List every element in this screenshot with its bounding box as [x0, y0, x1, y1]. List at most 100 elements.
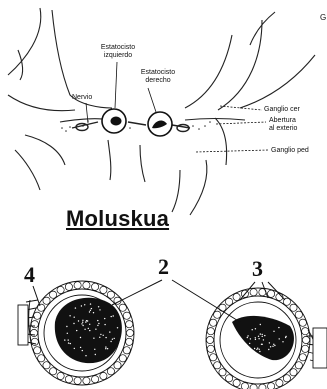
statolith-speckle — [68, 342, 69, 343]
statolith-speckle — [260, 333, 261, 334]
statolith-speckle — [89, 324, 90, 325]
statolith-speckle — [110, 341, 111, 342]
left-statocyst-label: Estatocisto izquierdo — [97, 44, 139, 60]
statolith-speckle — [90, 303, 91, 304]
cell — [83, 377, 90, 384]
cell — [83, 282, 90, 289]
cell — [119, 304, 126, 311]
cell — [34, 312, 41, 319]
statolith-speckle — [98, 306, 99, 307]
statolith-speckle — [264, 335, 265, 336]
statolith-speckle — [80, 347, 81, 348]
statolith-speckle — [75, 307, 76, 308]
statolith-speckle — [250, 338, 251, 339]
statolith-speckle — [285, 337, 286, 338]
cell — [241, 383, 248, 389]
cell — [295, 311, 302, 318]
statolith-speckle — [88, 328, 89, 329]
statolith-speckle — [84, 329, 85, 330]
cell — [302, 328, 309, 335]
statolith-speckle — [114, 338, 115, 339]
statolith-speckle — [262, 336, 263, 337]
statolith-speckle — [98, 323, 99, 324]
cell — [65, 376, 72, 383]
cell — [123, 312, 130, 319]
statolith-speckle — [105, 337, 106, 338]
statolith-speckle — [64, 339, 65, 340]
cell — [206, 336, 213, 343]
statolith-speckle — [107, 348, 108, 349]
statolith-speckle — [93, 338, 94, 339]
statolith-speckle — [254, 348, 255, 349]
cell — [299, 354, 306, 361]
cell — [43, 297, 50, 304]
statolith-speckle — [87, 320, 88, 321]
pedal-ganglion-label: Ganglio ped — [271, 147, 309, 155]
statolith-speckle — [73, 323, 74, 324]
statolith-speckle — [113, 315, 114, 316]
label-number-2: 2 — [158, 254, 169, 280]
cell — [119, 355, 126, 362]
cell — [214, 311, 221, 318]
statolith-speckle — [274, 345, 275, 346]
cell — [226, 298, 233, 305]
cell — [302, 336, 309, 343]
cell — [219, 369, 226, 376]
statolith-speckle — [67, 333, 68, 334]
cell — [290, 304, 297, 311]
statolith-speckle — [97, 320, 98, 321]
cell — [210, 319, 217, 326]
cell — [210, 354, 217, 361]
statolith-speckle — [82, 350, 83, 351]
cell — [233, 379, 240, 386]
cell — [268, 290, 275, 297]
statolith-speckle — [117, 327, 118, 328]
statolith-speckle — [81, 323, 82, 324]
statolith-speckle — [94, 349, 95, 350]
statolith-speckle — [69, 315, 70, 316]
cell — [207, 345, 214, 352]
statolith-speckle — [262, 344, 263, 345]
cell — [38, 304, 45, 311]
cell — [107, 368, 114, 375]
cell — [302, 345, 309, 352]
statolith-speckle — [259, 351, 260, 352]
cell — [74, 377, 81, 384]
cell — [126, 321, 133, 328]
statolith-speckle — [91, 308, 92, 309]
statolith-speckle — [85, 321, 86, 322]
cell — [290, 369, 297, 376]
cell — [65, 283, 72, 290]
opening-label: Abertura al exterio — [269, 117, 297, 133]
cell — [50, 368, 57, 375]
statolith-speckle — [269, 342, 270, 343]
statolith-speckle — [85, 355, 86, 356]
statolith-speckle — [99, 309, 100, 310]
statolith-speckle — [279, 338, 280, 339]
statolith-speckle — [82, 320, 83, 321]
cell — [114, 362, 121, 369]
statolith-speckle — [97, 325, 98, 326]
statolith-speckle — [99, 337, 100, 338]
statolith-speckle — [249, 343, 250, 344]
statolith-speckle — [272, 346, 273, 347]
statolith-speckle — [247, 335, 248, 336]
statolith-speckle — [270, 346, 271, 347]
statolith-speckle — [282, 341, 283, 342]
label-number-4: 4 — [24, 262, 35, 288]
statolith-speckle — [76, 330, 77, 331]
cell — [100, 372, 107, 379]
statolith-speckle — [82, 322, 83, 323]
cell — [57, 372, 64, 379]
statolith-speckle — [273, 331, 274, 332]
statolith-speckle — [112, 339, 113, 340]
cell — [30, 329, 37, 336]
statolith-speckle — [105, 348, 106, 349]
statolith-speckle — [82, 325, 83, 326]
statolith-speckle — [80, 337, 81, 338]
left-statocyst-shape — [102, 109, 126, 133]
statolith-speckle — [84, 304, 85, 305]
statolith-speckle — [81, 305, 82, 306]
statolith-speckle — [255, 337, 256, 338]
